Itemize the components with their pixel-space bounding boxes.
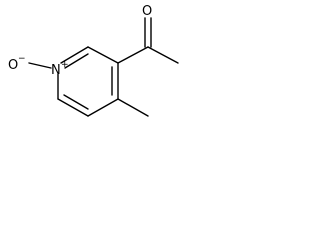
bond-n-o — [28, 62, 52, 69]
bond-c4-c5 — [87, 98, 119, 117]
bond-c3-carbonyl — [117, 46, 149, 64]
nitrogen-charge-label: + — [61, 60, 69, 70]
acetyl-group — [117, 17, 179, 64]
n-oxide-oxygen-label: O — [8, 58, 18, 73]
n-oxide-charge-label: − — [18, 54, 26, 64]
carbonyl-oxygen-label: O — [142, 4, 152, 19]
pyridine-ring — [57, 46, 119, 117]
bond-c2-c3 — [87, 46, 119, 64]
bond-c5-c6 — [57, 98, 89, 117]
bond-n1-c2-inner — [64, 53, 89, 69]
bond-n1-c2 — [60, 46, 89, 64]
nitrogen-label: N — [51, 63, 61, 78]
bond-c4-methyl — [117, 98, 149, 117]
bond-c5-c6-inner — [63, 94, 89, 110]
chemical-structure-diagram: O N + O − — [8, 4, 179, 117]
bond-carbonyl-methyl — [147, 46, 179, 64]
